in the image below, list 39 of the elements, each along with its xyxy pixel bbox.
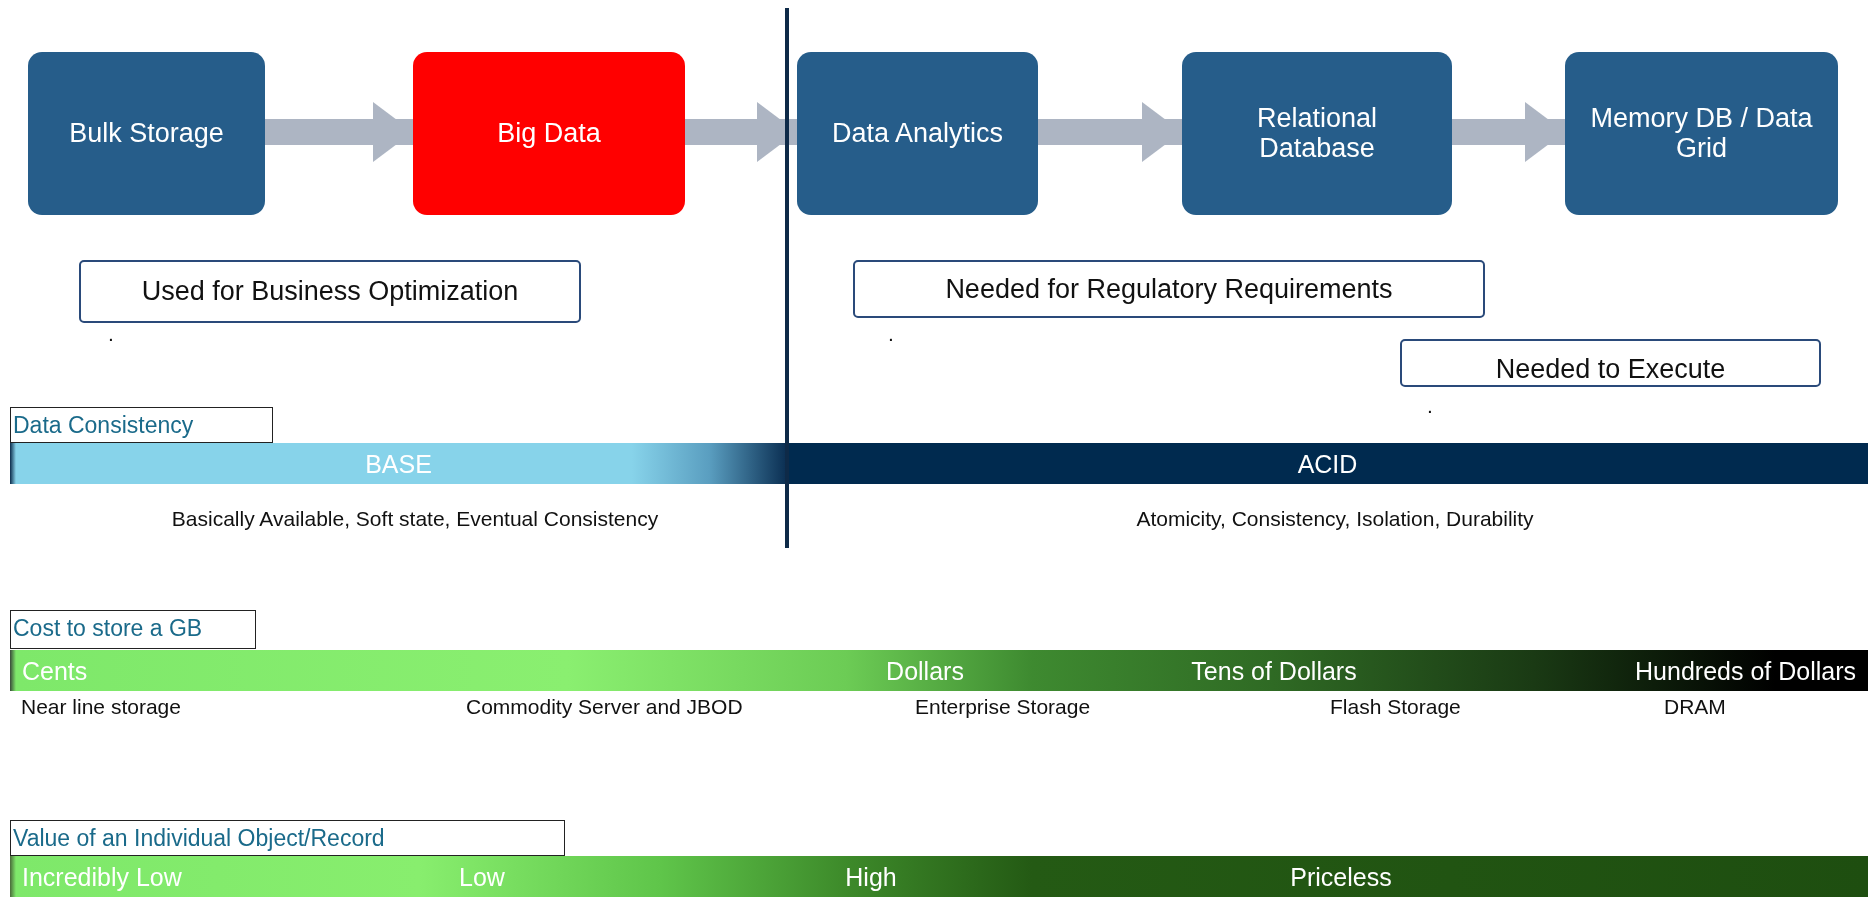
bar-label: Priceless	[1290, 862, 1392, 891]
gradient-bar	[10, 443, 787, 484]
storage-label: Flash Storage	[1330, 695, 1462, 719]
bar-label: Incredibly Low	[22, 862, 182, 891]
arrow	[265, 102, 413, 162]
bar-label: Hundreds of Dollars	[1635, 656, 1856, 685]
bar-label: Tens of Dollars	[1191, 656, 1357, 685]
process-box: Data Analytics	[797, 52, 1038, 215]
bar-label: ACID	[1297, 449, 1358, 478]
description-text: Basically Available, Soft state, Eventual Consistency	[170, 507, 660, 531]
arrow	[1038, 102, 1182, 162]
note-box: Needed to Execute	[1400, 339, 1821, 387]
gradient-bar	[787, 443, 1868, 484]
note-box: Used for Business Optimization	[79, 260, 581, 323]
storage-label: DRAM	[1664, 695, 1727, 719]
arrow	[685, 102, 797, 162]
gradient-bar	[10, 650, 1868, 691]
process-box: Memory DB / Data Grid	[1565, 52, 1838, 215]
storage-label: Commodity Server and JBOD	[466, 695, 744, 719]
bar-label: Low	[459, 862, 505, 891]
process-box: Relational Database	[1182, 52, 1452, 215]
arrow	[1452, 102, 1565, 162]
heading-box: Data Consistency	[10, 407, 273, 443]
bar-label: Cents	[22, 656, 88, 685]
dot-mark: .	[1427, 394, 1434, 418]
description-text: Atomicity, Consistency, Isolation, Durability	[1135, 507, 1535, 531]
dot-mark: .	[108, 322, 115, 346]
storage-label: Near line storage	[21, 695, 182, 719]
gradient-bar	[10, 856, 1868, 897]
heading-box: Value of an Individual Object/Record	[10, 820, 565, 856]
bar-label: BASE	[365, 449, 432, 478]
heading-box: Cost to store a GB	[10, 610, 256, 649]
storage-label: Enterprise Storage	[915, 695, 1092, 719]
note-box: Needed for Regulatory Requirements	[853, 260, 1485, 318]
bar-label: High	[845, 862, 897, 891]
process-box: Bulk Storage	[28, 52, 265, 215]
dot-mark: .	[888, 322, 895, 346]
bar-label: Dollars	[886, 656, 964, 685]
process-box: Big Data	[413, 52, 685, 215]
